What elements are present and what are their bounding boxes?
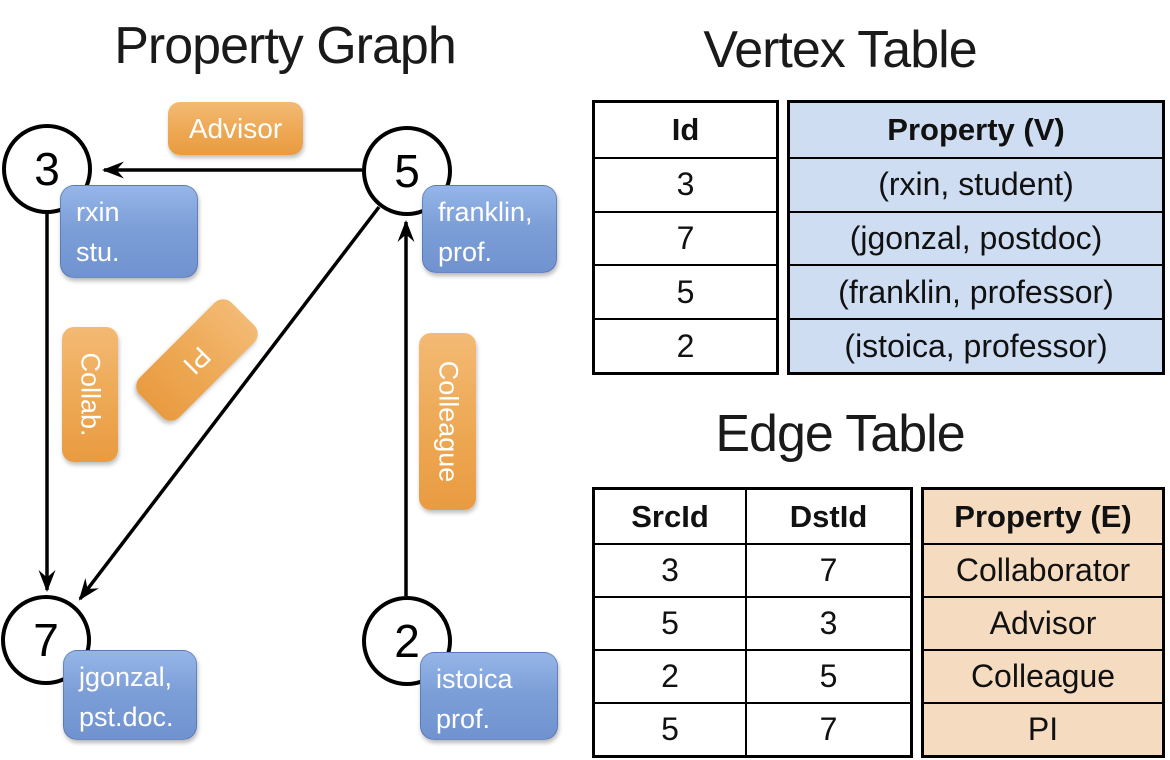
vertex-table-cell: 3 [595, 156, 776, 211]
edge-table-title: Edge Table [715, 405, 965, 463]
edge-table-cell: 7 [745, 543, 910, 596]
edge-table-cell: 2 [595, 649, 745, 702]
vertex-property-box-3: rxin stu. [60, 185, 198, 278]
edge-table-cell: 5 [745, 649, 910, 702]
vertex-property-box-2: istoica prof. [420, 652, 558, 740]
vertex-table-cell: 7 [595, 210, 776, 265]
edge-table-cell: Colleague [924, 649, 1162, 702]
vertex-table-cell: 2 [595, 318, 776, 372]
edge-table-src-dst-columns: SrcId DstId 3 7 5 3 2 5 5 7 [592, 487, 913, 758]
vertex-node-7-id: 7 [33, 614, 59, 666]
edge-table-header-srcid: SrcId [631, 498, 709, 534]
edge-table-cell: 5 [595, 596, 745, 649]
vertex-table-title: Vertex Table [703, 21, 977, 79]
vertex-table-id-column: Id 3 7 5 2 [592, 100, 779, 375]
edge-table-cell: 3 [745, 596, 910, 649]
edge-label-advisor: Advisor [168, 102, 303, 155]
vertex-table-cell: (rxin, student) [790, 156, 1162, 211]
vertex-table-property-column: Property (V) (rxin, student) (jgonzal, p… [787, 100, 1165, 375]
vertex-table-header-id: Id [671, 111, 700, 147]
vertex-node-3-id: 3 [34, 143, 60, 195]
graph-edges-layer [38, 161, 415, 601]
vertex-table-cell: (jgonzal, postdoc) [790, 210, 1162, 265]
property-graph-title: Property Graph [114, 17, 457, 75]
edge-label-collab: Collab. [62, 327, 118, 462]
edge-table-cell: 3 [595, 543, 745, 596]
edge-label-colleague: Colleague [419, 333, 476, 510]
edge-table-header-dstid: DstId [745, 490, 910, 543]
edge-table-cell: Collaborator [924, 543, 1162, 596]
vertex-table-cell: (istoica, professor) [790, 318, 1162, 372]
vertex-table-cell: 5 [595, 264, 776, 318]
edge-table-cell: Advisor [924, 596, 1162, 649]
edge-table-header-property: Property (E) [954, 498, 1132, 534]
vertex-node-2-id: 2 [394, 615, 420, 667]
vertex-property-box-7: jgonzal, pst.doc. [63, 650, 197, 740]
vertex-node-2: 2 [362, 596, 452, 686]
vertex-property-box-5: franklin, prof. [422, 185, 557, 273]
vertex-node-5: 5 [362, 126, 452, 216]
edge-table-cell: 7 [745, 702, 910, 755]
vertex-table-header-property: Property (V) [887, 111, 1065, 147]
edge-table-property-column: Property (E) Collaborator Advisor Collea… [921, 487, 1165, 758]
vertex-table-cell: (franklin, professor) [790, 264, 1162, 318]
edge-pi-arrow [78, 205, 381, 601]
edge-table-cell: 5 [595, 702, 745, 755]
vertex-node-5-id: 5 [394, 145, 420, 197]
edge-table-cell: PI [924, 702, 1162, 755]
